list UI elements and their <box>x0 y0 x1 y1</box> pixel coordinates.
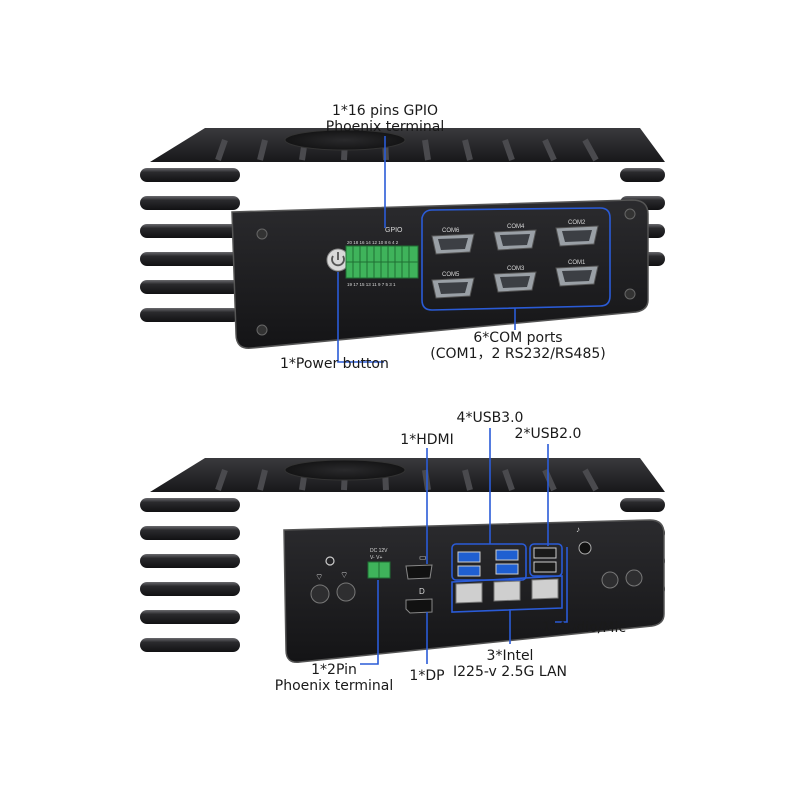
front-callout-lines <box>337 136 611 363</box>
audio-jack[interactable] <box>578 541 592 555</box>
com-callout-line2: (COM1，2 RS232/RS485) <box>430 346 606 362</box>
com-ports: COM6 COM4 COM2 COM5 COM3 COM1 <box>431 220 599 299</box>
lan-port[interactable] <box>455 582 483 604</box>
antenna-port[interactable] <box>625 569 643 587</box>
com-label: COM4 <box>507 224 525 230</box>
com-port[interactable] <box>431 233 475 255</box>
dc-polarity-label: V- V+ <box>370 555 382 561</box>
wifi-icon: ⌔ <box>340 570 348 580</box>
antenna-port[interactable] <box>601 571 619 589</box>
com-port[interactable] <box>555 225 599 247</box>
lan-port[interactable] <box>493 580 521 602</box>
rear-callout-lines <box>360 428 568 665</box>
hdmi-port[interactable] <box>405 564 433 580</box>
lan-callout-line1: 3*Intel <box>486 648 534 664</box>
rear-unit: ⌔ ⌔ DC 12V V- V+ ▭ D <box>140 428 665 665</box>
usb2-port[interactable] <box>533 561 557 573</box>
com-label: COM5 <box>442 272 460 278</box>
wifi-icon: ⌔ <box>315 572 323 582</box>
com-label: COM3 <box>507 266 525 272</box>
usb3-callout: 4*USB3.0 <box>456 410 524 426</box>
dc-callout-line2: Phoenix terminal <box>274 678 394 694</box>
dc-callout-line1: 1*2Pin <box>311 662 357 678</box>
lan-port[interactable] <box>531 578 559 600</box>
com-port[interactable] <box>493 229 537 251</box>
front-unit: GPIO 20 18 16 14 12 10 8 6 4 2 19 17 15 … <box>140 128 665 363</box>
usb3-port[interactable] <box>495 549 519 561</box>
usb3-port[interactable] <box>495 563 519 575</box>
com-label: COM1 <box>568 260 586 266</box>
hdmi-icon: ▭ <box>419 553 427 562</box>
antenna-port[interactable] <box>336 582 356 602</box>
usb2-port[interactable] <box>533 547 557 559</box>
com-port[interactable] <box>493 271 537 293</box>
antenna-port[interactable] <box>310 584 330 604</box>
lan-ports <box>455 578 559 604</box>
com-port[interactable] <box>555 265 599 287</box>
com-callout-line1: 6*COM ports <box>473 330 563 346</box>
front-fan-grille <box>284 129 406 151</box>
usb3-port[interactable] <box>457 551 481 563</box>
audio-callout: 1*Audio/Mic <box>542 620 627 636</box>
hdmi-callout: 1*HDMI <box>400 432 454 448</box>
dc-label: DC 12V <box>370 548 388 554</box>
dp-callout: 1*DP <box>409 668 445 684</box>
com-label: COM2 <box>568 220 586 226</box>
power-button-callout: 1*Power button <box>280 356 389 372</box>
usb2-ports <box>533 547 557 573</box>
gpio-bottom-pin-numbers: 19 17 15 13 11 9 7 5 3 1 <box>347 282 396 287</box>
gpio-callout-line2: Phoenix terminal <box>325 119 445 135</box>
lan-callout-line2: I225-v 2.5G LAN <box>453 664 567 680</box>
gpio-device-label: GPIO <box>385 227 403 234</box>
gear-icon <box>325 556 335 566</box>
usb3-port[interactable] <box>457 565 481 577</box>
usb2-callout: 2*USB2.0 <box>514 426 582 442</box>
com-port[interactable] <box>431 277 475 299</box>
headset-icon: ♪ <box>576 525 580 534</box>
rear-fan-grille <box>284 459 406 481</box>
usb3-ports <box>457 549 519 577</box>
gpio-callout-line1: 1*16 pins GPIO <box>331 103 439 119</box>
gpio-top-pin-numbers: 20 18 16 14 12 10 8 6 4 2 <box>347 240 399 245</box>
power-icon <box>331 252 345 267</box>
com-label: COM6 <box>442 228 460 234</box>
dp-port[interactable] <box>405 598 433 614</box>
dp-icon: D <box>419 587 425 596</box>
